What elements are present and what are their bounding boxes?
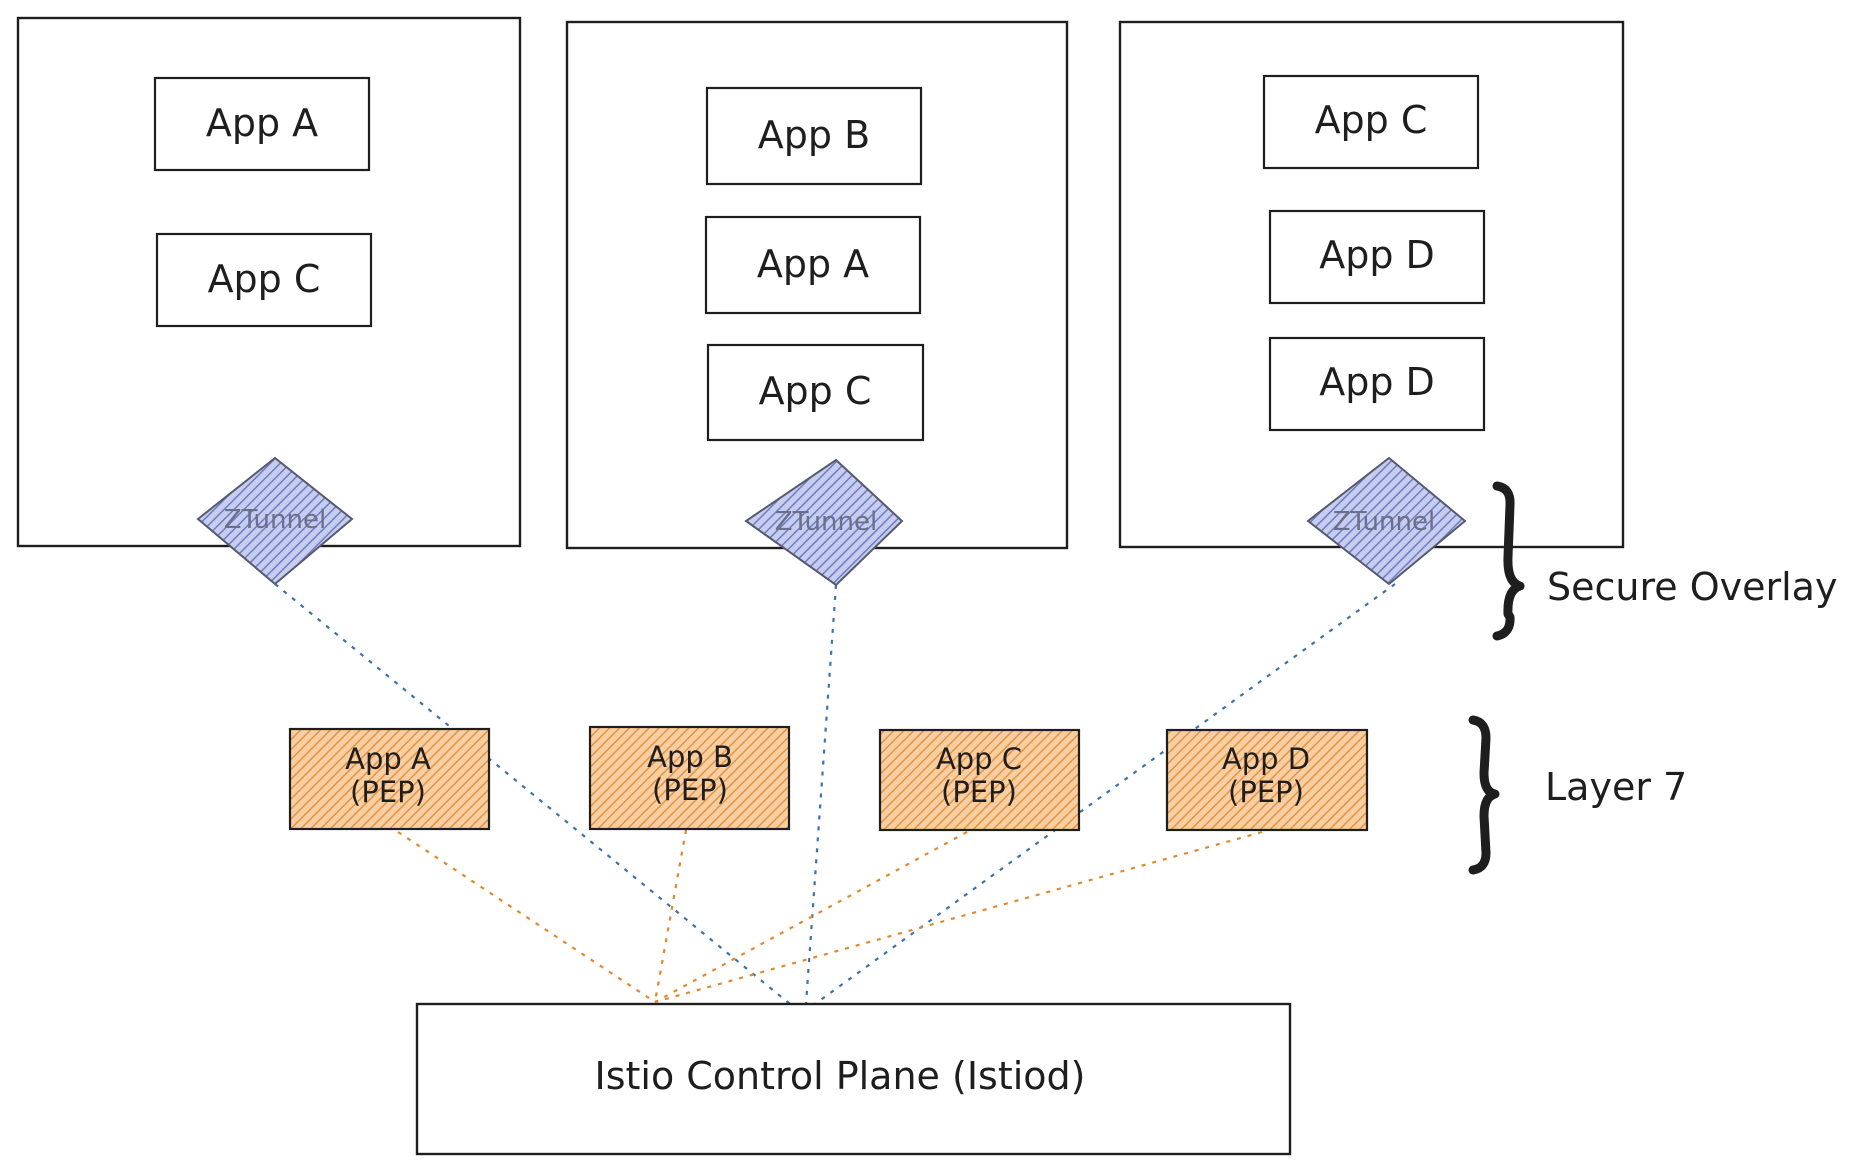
pep-3: App C (PEP) [878, 728, 1081, 832]
pep-label: App D [1222, 742, 1310, 776]
pep-label: App C [936, 742, 1022, 776]
app-box: App A [704, 215, 922, 315]
node-3: App C App D App D [1118, 20, 1625, 549]
pep-2: App B (PEP) [588, 725, 791, 831]
node-2: App B App A App C [565, 20, 1069, 550]
connection-line [274, 583, 791, 1005]
pep-4: App D (PEP) [1165, 728, 1369, 832]
node-1: App A App C [16, 16, 522, 548]
pep-1: App A (PEP) [288, 727, 491, 831]
ztunnel-label: ZTunnel [775, 507, 877, 537]
control-plane-label: Istio Control Plane (Istiod) [594, 1054, 1085, 1098]
app-box: App C [155, 232, 373, 328]
ztunnel-label: ZTunnel [1333, 507, 1435, 537]
pep-label: (PEP) [652, 773, 728, 807]
pep-label: (PEP) [941, 775, 1017, 809]
app-box: App A [153, 76, 371, 172]
layer7-brace [1468, 715, 1500, 875]
app-label: App A [206, 101, 318, 145]
app-label: App C [1315, 98, 1428, 142]
pep-label: App B [647, 740, 733, 774]
app-box: App D [1268, 336, 1486, 432]
pep-label: (PEP) [350, 775, 426, 809]
connection-line [397, 831, 656, 1003]
secure-overlay-label: Secure Overlay [1547, 565, 1837, 609]
app-label: App D [1319, 360, 1435, 404]
ztunnel-1: ZTunnel [196, 456, 354, 586]
ztunnel-2: ZTunnel [744, 458, 904, 587]
ztunnel-3: ZTunnel [1306, 456, 1467, 586]
pep-label: App A [345, 742, 431, 776]
connection-line [654, 830, 1263, 1004]
pep-connections [397, 829, 1263, 1004]
app-label: App C [759, 369, 872, 413]
connection-line [654, 831, 968, 1003]
app-label: App C [208, 257, 321, 301]
app-box: App C [1262, 74, 1480, 170]
app-label: App D [1319, 233, 1435, 277]
connection-line [804, 584, 838, 1005]
app-box: App B [705, 86, 923, 186]
secure-overlay-brace [1492, 481, 1525, 641]
connection-line [653, 829, 688, 1003]
ztunnel-connections [274, 583, 1396, 1005]
connection-line [814, 583, 1396, 1005]
control-plane: Istio Control Plane (Istiod) [415, 1002, 1292, 1156]
ztunnel-label: ZTunnel [224, 505, 326, 535]
app-box: App D [1268, 209, 1486, 305]
app-box: App C [706, 343, 925, 442]
app-label: App A [757, 242, 869, 286]
pep-label: (PEP) [1228, 775, 1304, 809]
app-label: App B [758, 113, 870, 157]
layer7-label: Layer 7 [1545, 765, 1687, 809]
